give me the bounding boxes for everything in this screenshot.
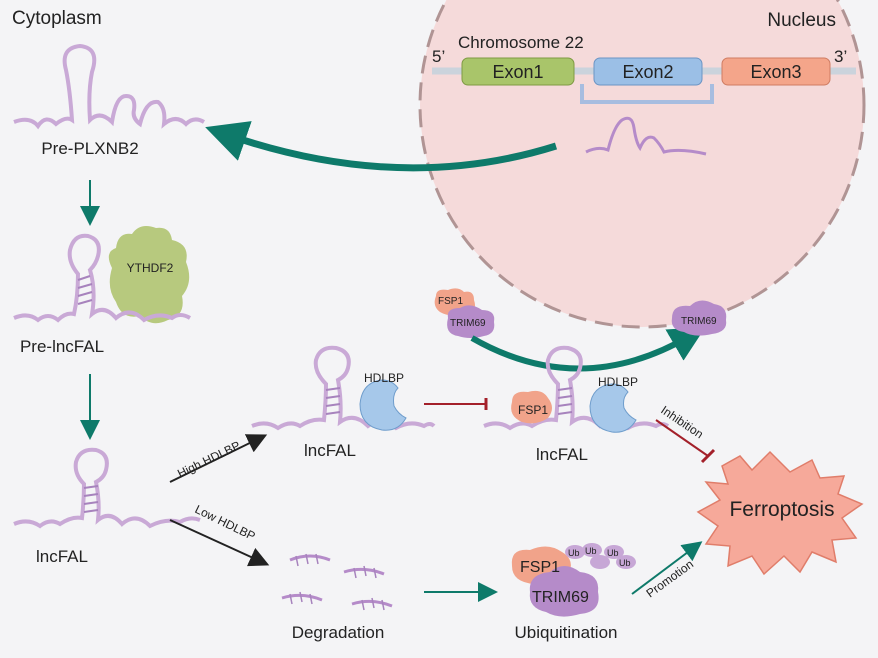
degraded-rna-fragments <box>281 554 393 608</box>
inhibition-arrow <box>655 419 709 457</box>
fsp1-trim69-complex <box>434 288 495 338</box>
cytoplasm-label: Cytoplasm <box>12 8 102 29</box>
ub-label-2: Ub <box>585 546 597 556</box>
pre-lncfal-rna <box>13 233 192 323</box>
ythdf2-protein <box>108 226 190 324</box>
lncfal-main-stem <box>83 485 99 513</box>
exon1-block <box>461 57 575 86</box>
chromosome-22: Exon1 Exon2 Exon3 <box>432 57 856 104</box>
nucleus-label: Nucleus <box>767 10 836 31</box>
exon2-block <box>593 57 703 86</box>
exon2-label: Exon2 <box>622 62 673 82</box>
lncfal-main-label: lncFAL <box>36 547 88 566</box>
exon3-label: Exon3 <box>750 62 801 82</box>
high-hdlbp-label: High HDLBP <box>175 438 242 480</box>
pre-lncfal-label: Pre-lncFAL <box>20 337 104 356</box>
ub-label-3: Ub <box>607 548 619 558</box>
pre-lncfal-stem <box>77 275 93 305</box>
pre-plxnb2-rna <box>13 43 206 130</box>
fsp1-bound-label: FSP1 <box>518 403 548 417</box>
hdlbp-bound-label: HDLBP <box>598 375 638 389</box>
ub-label-1: Ub <box>568 548 580 558</box>
lncfal-high-label: lncFAL <box>304 441 356 460</box>
trim69-ub-protein <box>529 566 599 617</box>
ub-label-4: Ub <box>619 558 631 568</box>
pre-plxnb2-label: Pre-PLXNB2 <box>41 139 138 158</box>
exon3-block <box>721 57 831 86</box>
chromosome-title: Chromosome 22 <box>458 33 584 52</box>
trim69-ub-label: TRIM69 <box>532 589 589 606</box>
lncfal-main-rna <box>13 447 201 529</box>
ubiquitination-label: Ubiquitination <box>514 623 617 642</box>
degradation-label: Degradation <box>292 623 385 642</box>
hdlbp-high-label: HDLBP <box>364 371 404 385</box>
promotion-arrow <box>631 541 703 595</box>
lncfal-bound-label: lncFAL <box>536 445 588 464</box>
inhibition-arrow-head <box>700 448 716 464</box>
trim69-complex-label: TRIM69 <box>450 318 486 329</box>
ythdf2-label: YTHDF2 <box>127 261 174 275</box>
fsp1-bound-protein <box>511 390 552 424</box>
trim69-free-protein <box>671 300 727 336</box>
ferroptosis-burst <box>696 450 864 576</box>
fsp1-complex-label: FSP1 <box>438 296 463 307</box>
lncfal-bound-stem <box>557 387 573 415</box>
export-arrow <box>205 121 558 172</box>
degraded-rna-ticks <box>289 553 385 611</box>
trim69-free-label: TRIM69 <box>681 316 717 327</box>
lncfal-high-rna <box>251 345 436 431</box>
low-hdlbp-label: Low HDLBP <box>193 502 258 543</box>
fsp1-ub-label: FSP1 <box>520 559 560 576</box>
lncfal-high-stem <box>325 387 341 415</box>
exon1-label: Exon1 <box>492 62 543 82</box>
inhibition-label: Inhibition <box>658 403 706 441</box>
hdlbp-bound-protein <box>589 383 637 433</box>
ferroptosis-label: Ferroptosis <box>729 498 834 521</box>
high-hdlbp-arrow <box>169 434 268 483</box>
low-hdlbp-arrow <box>169 519 270 567</box>
nuclear-transcript <box>585 116 707 156</box>
three-prime-end: 3’ <box>834 47 847 66</box>
five-prime-end: 5’ <box>432 47 445 66</box>
ubiquitin-chain <box>565 543 636 569</box>
hdlbp-high-protein <box>359 379 407 431</box>
